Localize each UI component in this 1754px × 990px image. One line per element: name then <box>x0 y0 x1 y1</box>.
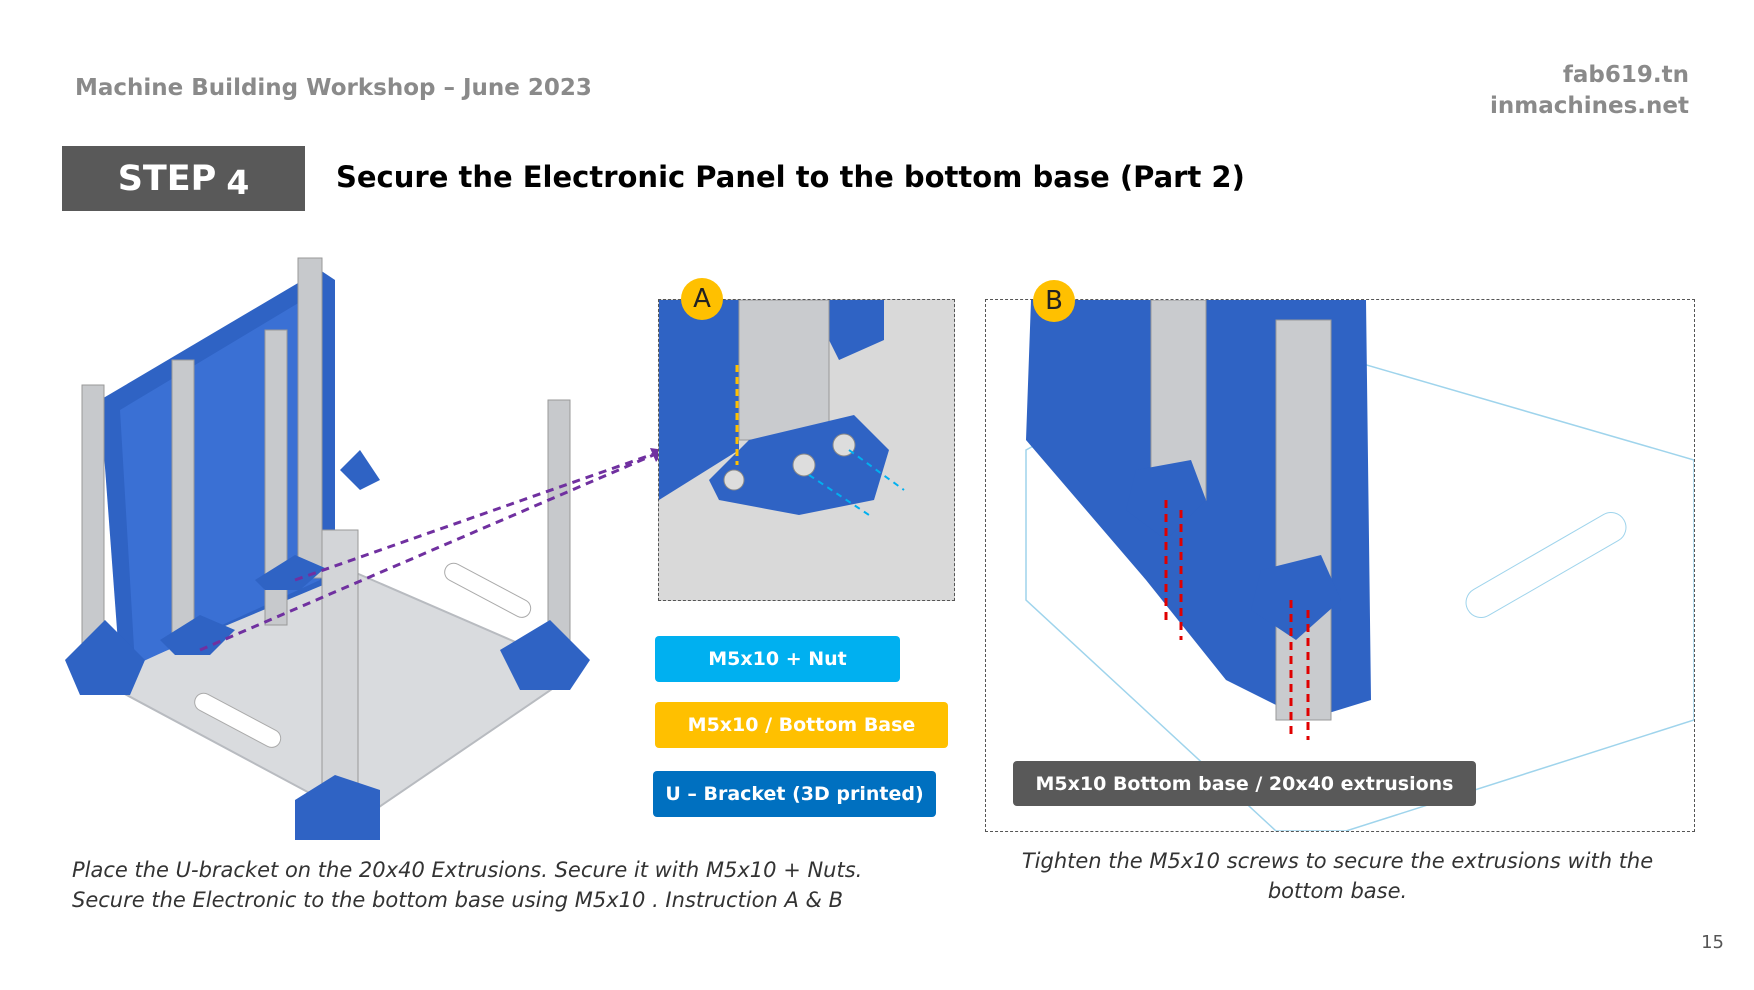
detail-b-frame <box>985 299 1695 832</box>
caption-right-line1: Tighten the M5x10 screws to secure the e… <box>1021 849 1654 873</box>
legend-u-bracket: U – Bracket (3D printed) <box>653 771 936 817</box>
legend-extrusions: M5x10 Bottom base / 20x40 extrusions <box>1013 761 1476 806</box>
caption-left-line2: Secure the Electronic to the bottom base… <box>72 888 844 912</box>
caption-left-line1: Place the U-bracket on the 20x40 Extrusi… <box>72 858 863 882</box>
caption-right: Tighten the M5x10 screws to secure the e… <box>1000 846 1675 906</box>
step-label: STEP <box>117 158 217 199</box>
badge-a: A <box>681 278 723 320</box>
assembly-illustration <box>65 257 666 840</box>
detail-a-frame <box>658 299 955 601</box>
caption-right-line2: bottom base. <box>1267 879 1408 903</box>
legend-bottom-base: M5x10 / Bottom Base <box>655 702 948 748</box>
step-badge: STEP 4 <box>62 146 305 211</box>
detail-b-illustration <box>1025 300 1694 831</box>
workshop-title: Machine Building Workshop – June 2023 <box>75 75 592 101</box>
detail-a-illustration <box>659 300 954 600</box>
badge-b: B <box>1033 280 1075 322</box>
site-fab619: fab619.tn <box>1562 62 1689 88</box>
step-number: 4 <box>226 163 250 202</box>
legend-nut: M5x10 + Nut <box>655 636 900 682</box>
site-inmachines: inmachines.net <box>1489 93 1689 119</box>
page-title: Secure the Electronic Panel to the botto… <box>336 160 1245 194</box>
caption-left: Place the U-bracket on the 20x40 Extrusi… <box>72 855 862 915</box>
page-number: 15 <box>1701 932 1724 953</box>
